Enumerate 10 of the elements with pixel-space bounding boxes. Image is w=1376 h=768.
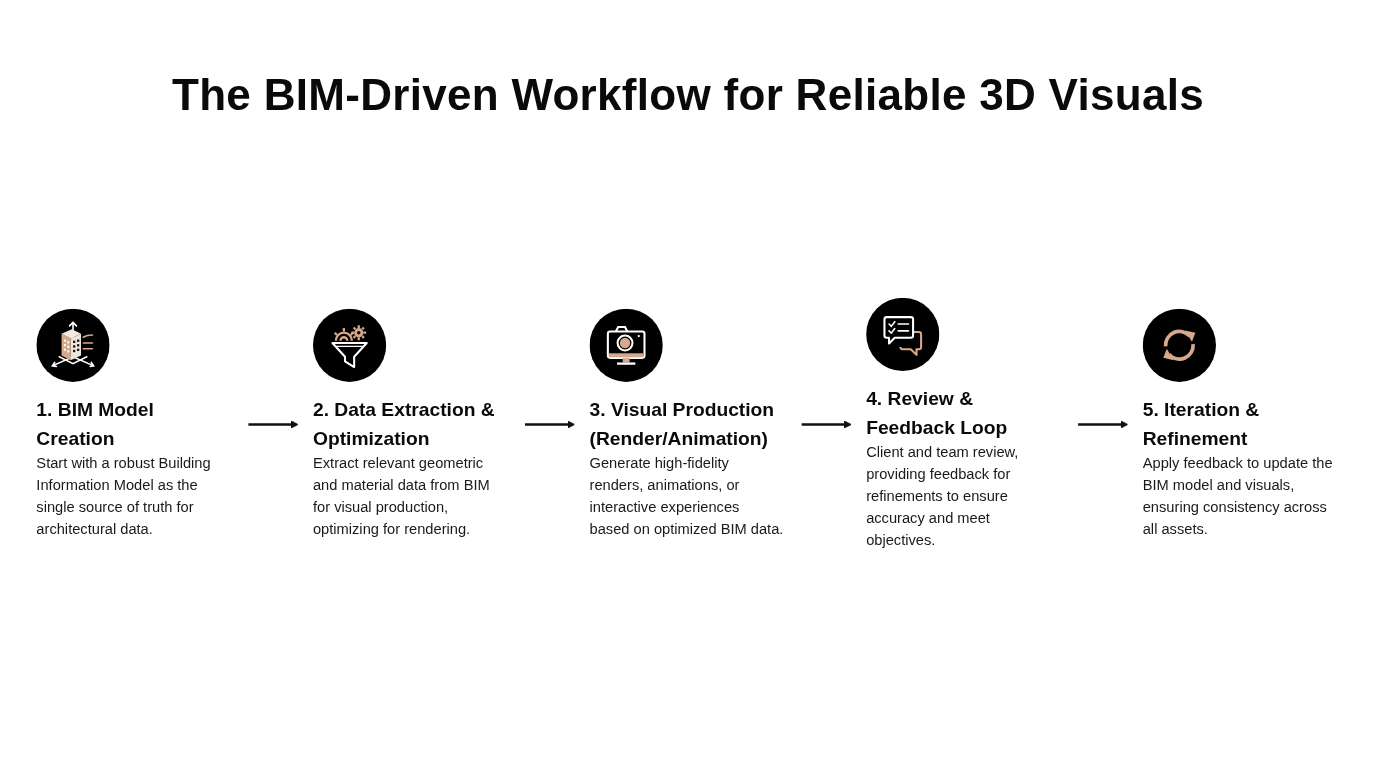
node-text: 3. Visual Production (Render/Animation) Generate high-fidelity renders, animations, or interactive experiences based on optimized BIM data. xyxy=(589,397,784,537)
arrow xyxy=(247,419,299,429)
arrow xyxy=(1077,419,1129,429)
arrow xyxy=(524,419,576,429)
node-text: 5. Iteration & Refinement Apply feedback to update the BIM model and visuals, ensuring consistency across all assets. xyxy=(1142,397,1333,537)
title: The BIM-Driven Workflow for Reliable 3D Visuals xyxy=(172,70,1204,120)
node-text: 1. BIM Model Creation Start with a robust Building Information Model as the single source of truth for architectural data. xyxy=(36,397,211,537)
arrow xyxy=(801,419,852,429)
node-text: 4. Review & Feedback Loop Client and team review, providing feedback for refinements to ensure accuracy and meet objectives. xyxy=(866,386,1019,548)
node-text: 2. Data Extraction & Optimization Extract relevant geometric and material data from BIM for visual production, optimizing for rendering. xyxy=(312,397,495,537)
